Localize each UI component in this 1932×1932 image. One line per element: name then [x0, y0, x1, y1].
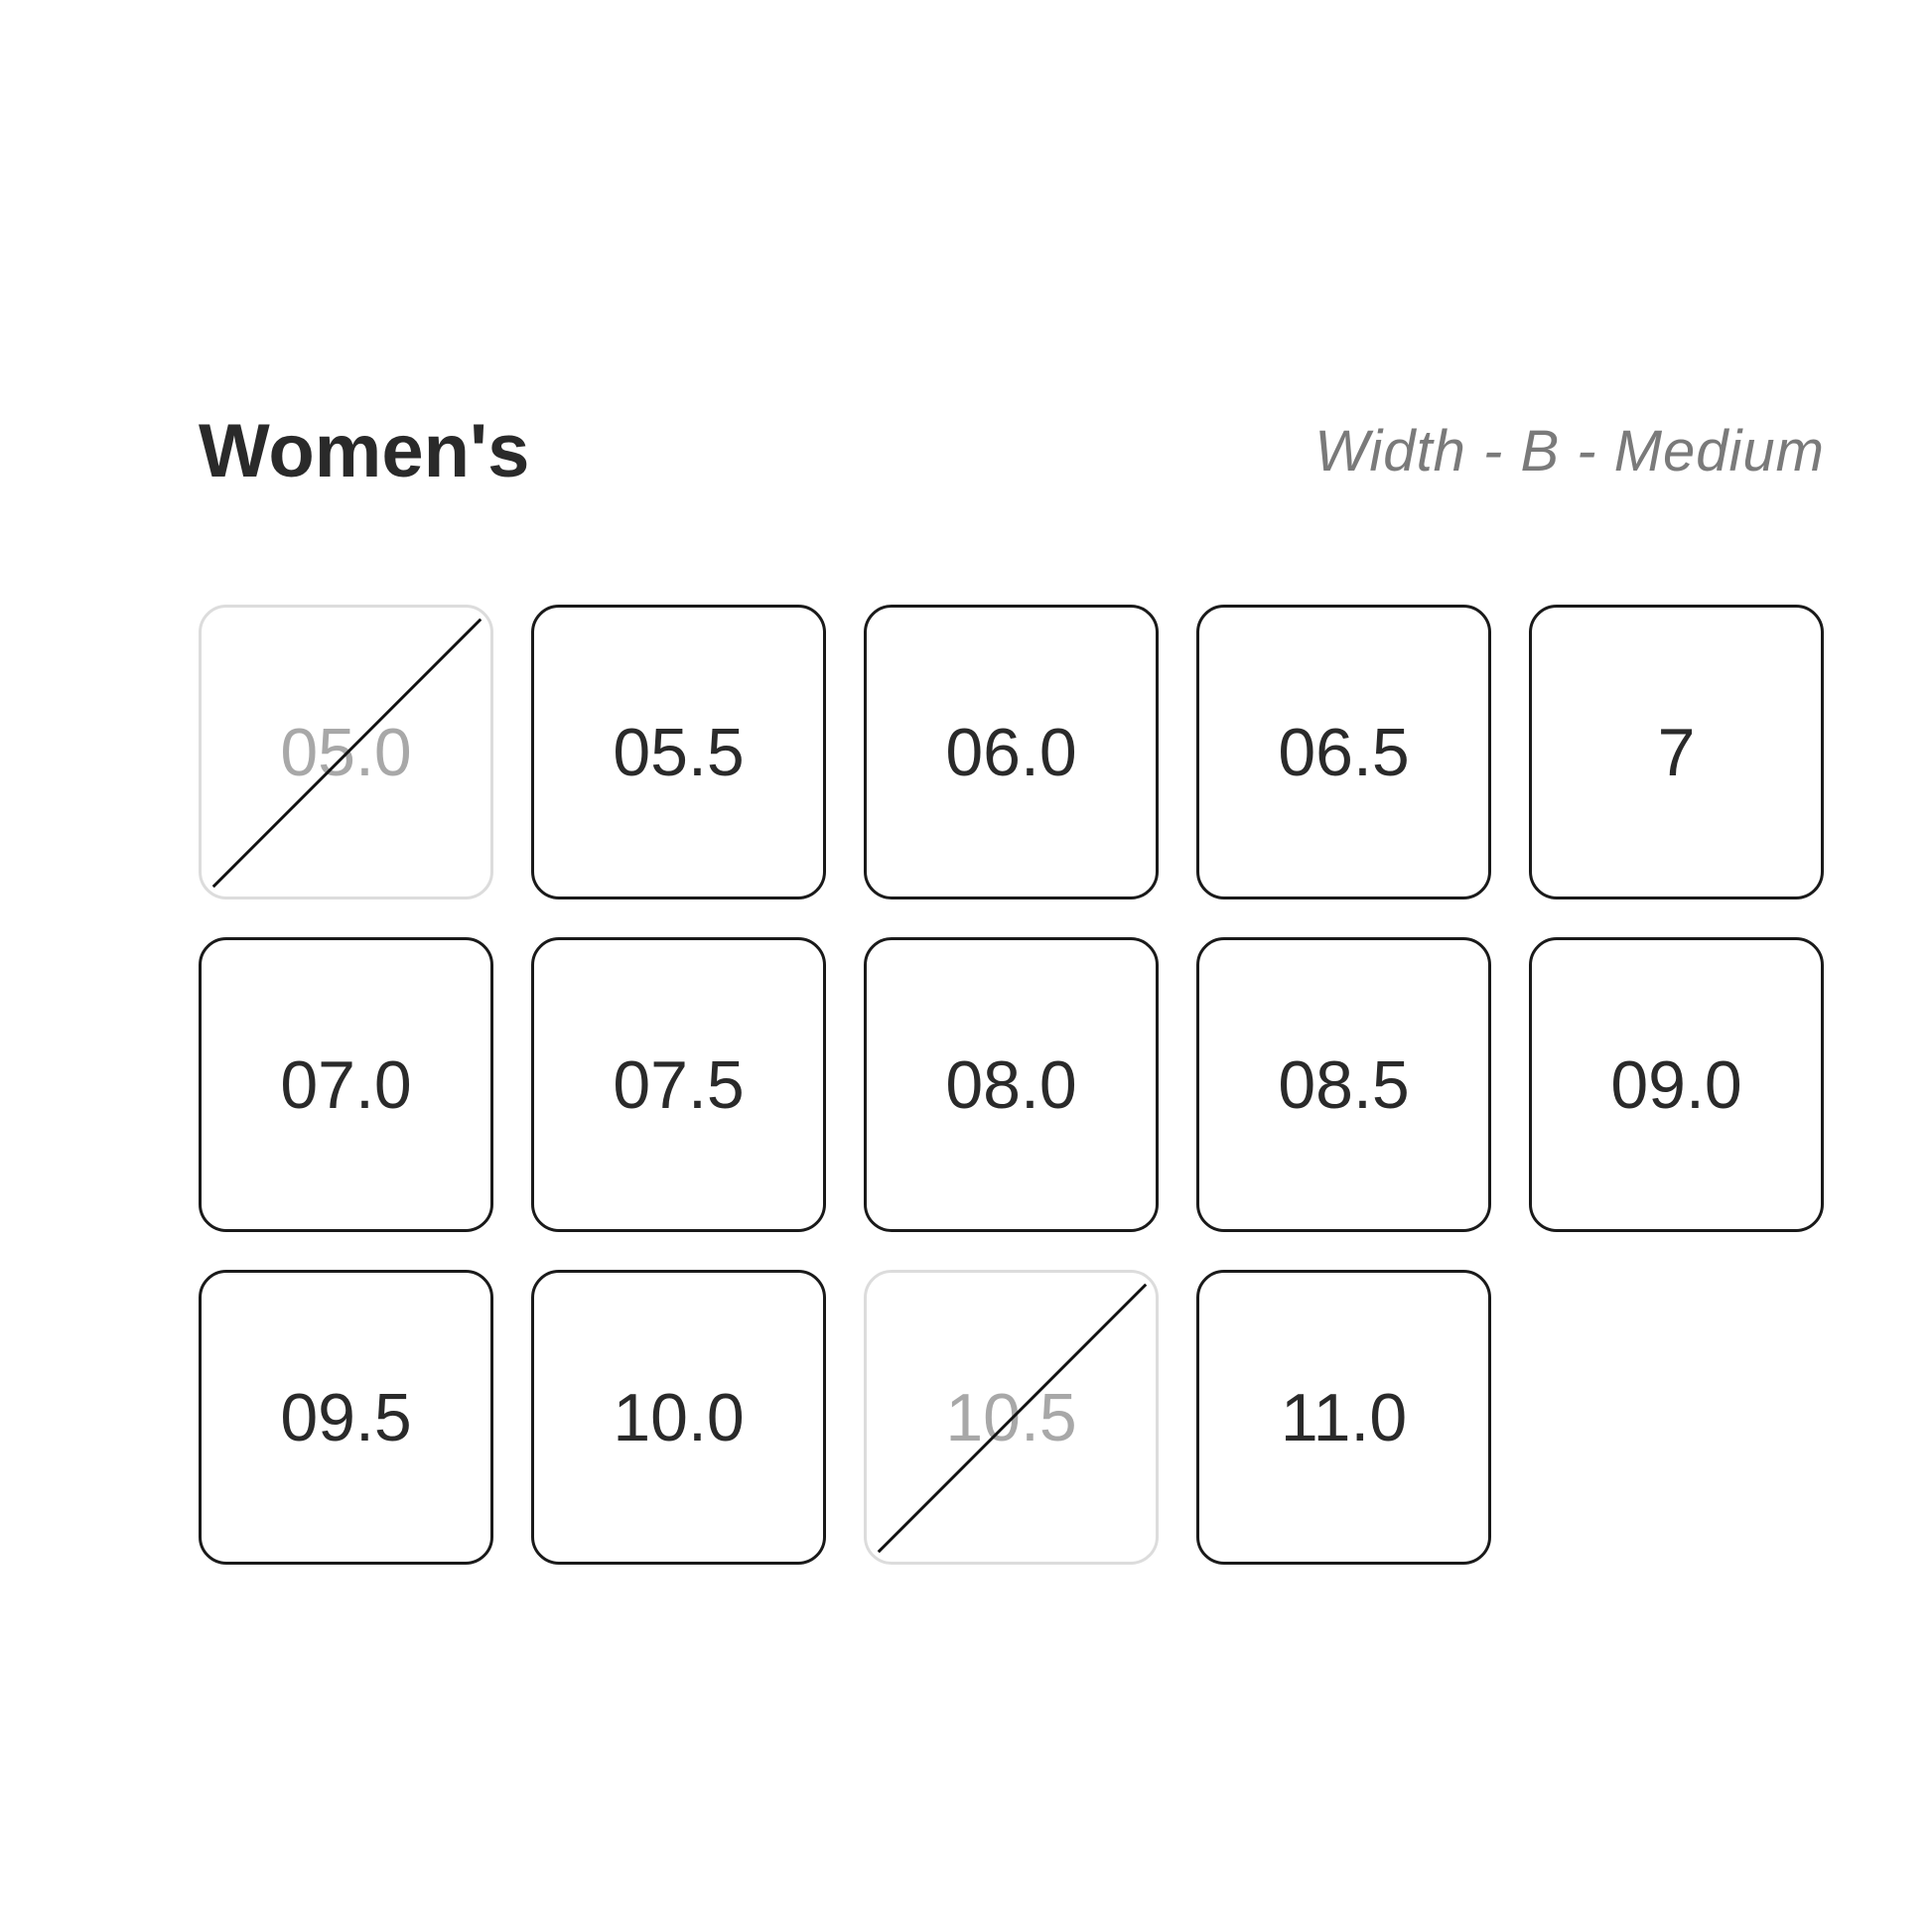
- size-option[interactable]: 05.5: [531, 605, 826, 899]
- size-option[interactable]: 06.5: [1196, 605, 1491, 899]
- size-option[interactable]: 08.0: [864, 937, 1159, 1232]
- section-title: Women's: [199, 409, 530, 493]
- size-grid: 05.0 05.5 06.0 06.5 7 07.0 07.5 08.0 08.5 09.0 09.…: [199, 605, 1824, 1565]
- size-label: 11.0: [1280, 1379, 1408, 1455]
- size-label: 06.0: [945, 714, 1077, 790]
- size-option-unavailable: 05.0: [199, 605, 493, 899]
- size-label: 07.5: [613, 1046, 745, 1123]
- size-option[interactable]: 10.0: [531, 1270, 826, 1565]
- size-label: 06.5: [1278, 714, 1410, 790]
- size-header: Women's Width - B - Medium: [199, 407, 1825, 496]
- size-option[interactable]: 11.0: [1196, 1270, 1491, 1565]
- size-option-unavailable: 10.5: [864, 1270, 1159, 1565]
- size-option[interactable]: 06.0: [864, 605, 1159, 899]
- size-option[interactable]: 09.5: [199, 1270, 493, 1565]
- width-label: Width - B - Medium: [1314, 419, 1825, 483]
- size-label: 08.0: [945, 1046, 1077, 1123]
- size-option[interactable]: 09.0: [1529, 937, 1824, 1232]
- size-option[interactable]: 07.5: [531, 937, 826, 1232]
- size-label: 08.5: [1278, 1046, 1410, 1123]
- size-label: 7: [1657, 714, 1696, 790]
- size-option[interactable]: 08.5: [1196, 937, 1491, 1232]
- strikethrough-icon: [211, 618, 483, 889]
- strikethrough-icon: [877, 1283, 1148, 1554]
- size-label: 07.0: [280, 1046, 412, 1123]
- size-option[interactable]: 7: [1529, 605, 1824, 899]
- size-label: 05.5: [613, 714, 745, 790]
- size-label: 09.5: [280, 1379, 412, 1455]
- size-label: 10.0: [613, 1379, 745, 1455]
- size-label: 09.0: [1610, 1046, 1742, 1123]
- size-option[interactable]: 07.0: [199, 937, 493, 1232]
